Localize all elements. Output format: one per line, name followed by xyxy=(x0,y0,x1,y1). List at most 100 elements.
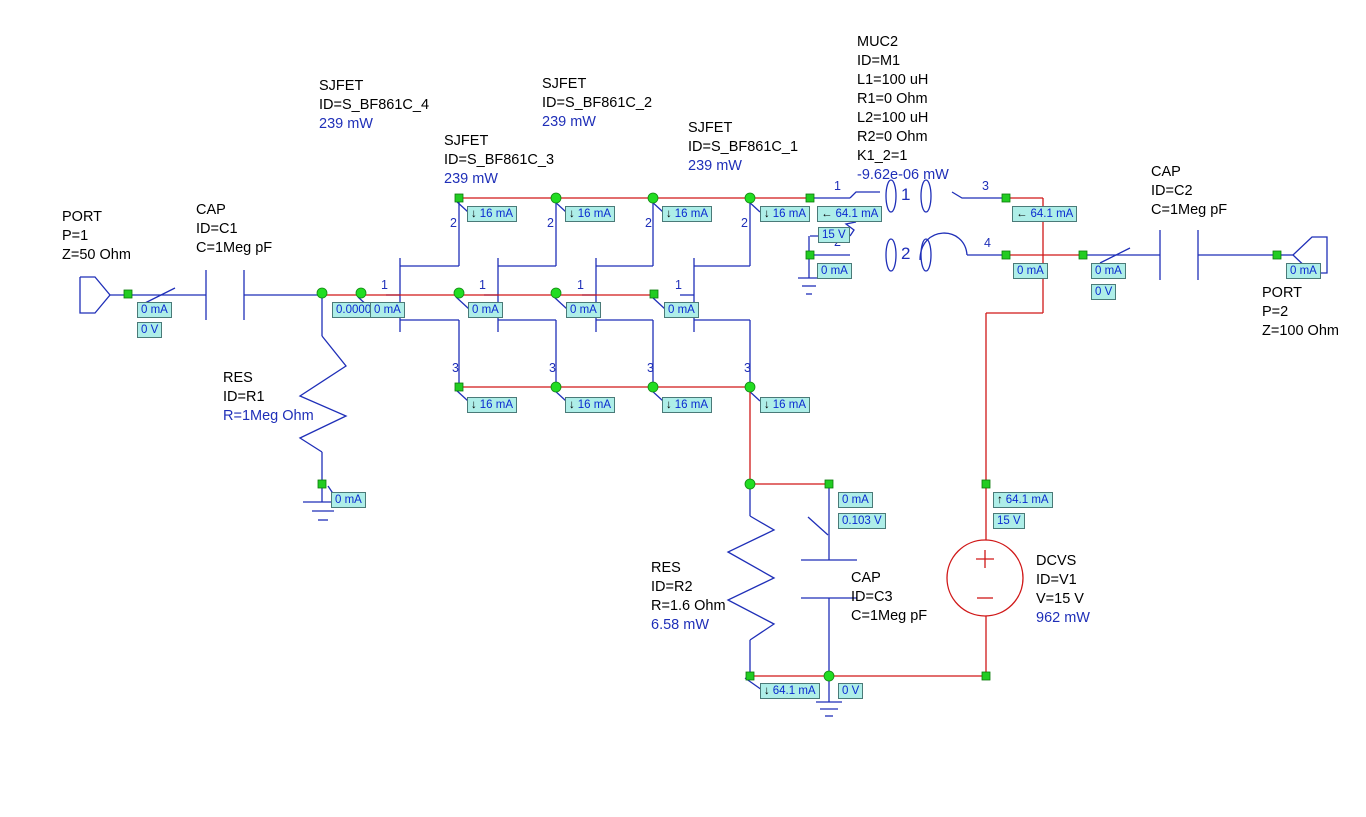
c3-current-badge: 0 mA xyxy=(838,492,873,508)
down-arrow-icon: ↓ xyxy=(764,685,770,697)
c2-value: C=1Meg pF xyxy=(1151,202,1228,218)
fet1-source-current-badge: ↓16 mA xyxy=(760,397,810,413)
muc2-power: -9.62e-06 mW xyxy=(857,167,949,183)
fet1-drain-current-value: 16 mA xyxy=(772,208,806,220)
c3-value: C=1Meg pF xyxy=(851,608,928,624)
v1-type: DCVS xyxy=(1036,553,1077,569)
fet3-source-current-badge: ↓16 mA xyxy=(565,397,615,413)
fet1-gate-current-badge: 0 mA xyxy=(664,302,699,318)
r1-zigzag xyxy=(298,335,348,453)
down-arrow-icon: ↓ xyxy=(569,208,575,220)
port2-label: PORT P=2 Z=100 Ohm xyxy=(1262,284,1339,341)
r2-current-badge: ↓64.1 mA xyxy=(760,683,820,699)
v1-value: V=15 V xyxy=(1036,591,1084,607)
muc2-p3-current-value: 64.1 mA xyxy=(1030,208,1074,220)
fet2-label: SJFET ID=S_BF861C_2 239 mW xyxy=(542,75,652,132)
port1-z: Z=50 Ohm xyxy=(62,247,131,263)
c3-type: CAP xyxy=(851,570,881,586)
c2-current-badge: 0 mA xyxy=(1091,263,1126,279)
fet3-source-pin: 3 xyxy=(549,361,556,375)
muc2-l1: L1=100 uH xyxy=(857,72,929,88)
up-arrow-icon: ↑ xyxy=(997,494,1003,506)
c3-id: ID=C3 xyxy=(851,589,893,605)
muc2-pin4: 4 xyxy=(984,236,991,250)
fet1-symbol xyxy=(680,198,751,387)
c1-label: CAP ID=C1 C=1Meg pF xyxy=(196,201,272,258)
muc2-pin3: 3 xyxy=(982,179,989,193)
fet3-source-current-value: 16 mA xyxy=(577,399,611,411)
muc2-p3-current-badge: ←64.1 mA xyxy=(1012,206,1078,222)
v1-label: DCVS ID=V1 V=15 V 962 mW xyxy=(1036,552,1090,628)
fet4-symbol xyxy=(386,198,460,387)
fet2-drain-current-badge: ↓16 mA xyxy=(662,206,712,222)
fet2-gate-current-badge: 0 mA xyxy=(566,302,601,318)
fet3-symbol xyxy=(484,198,557,387)
c3-label: CAP ID=C3 C=1Meg pF xyxy=(851,569,927,626)
fet4-source-current-value: 16 mA xyxy=(479,399,513,411)
fet1-drain-current-badge: ↓16 mA xyxy=(760,206,810,222)
fet1-type: SJFET xyxy=(688,120,733,136)
v1-id: ID=V1 xyxy=(1036,572,1077,588)
net-wires xyxy=(322,197,1083,677)
muc2-l2: L2=100 uH xyxy=(857,110,929,126)
fet1-source-pin: 3 xyxy=(744,361,751,375)
muc2-r2: R2=0 Ohm xyxy=(857,129,928,145)
fet2-id: ID=S_BF861C_2 xyxy=(542,95,653,111)
fet4-drain-current-badge: ↓16 mA xyxy=(467,206,517,222)
port2-z: Z=100 Ohm xyxy=(1262,323,1339,339)
down-arrow-icon: ↓ xyxy=(471,208,477,220)
fet2-source-current-badge: ↓16 mA xyxy=(662,397,712,413)
fet3-drain-current-badge: ↓16 mA xyxy=(565,206,615,222)
fet2-drain-current-value: 16 mA xyxy=(674,208,708,220)
fet3-drain-pin: 2 xyxy=(547,216,554,230)
fet4-id: ID=S_BF861C_4 xyxy=(319,97,430,113)
fet2-drain-pin: 2 xyxy=(645,216,652,230)
v1-voltage-badge: 15 V xyxy=(993,513,1025,529)
muc2-p1-current-value: 64.1 mA xyxy=(835,208,879,220)
fet4-source-pin: 3 xyxy=(452,361,459,375)
fet4-gate-pin: 1 xyxy=(381,278,388,292)
left-arrow-icon: ← xyxy=(1016,208,1028,220)
down-arrow-icon: ↓ xyxy=(666,208,672,220)
left-arrow-icon: ← xyxy=(821,208,833,220)
fet3-gate-current-badge: 0 mA xyxy=(468,302,503,318)
muc2-pin1: 1 xyxy=(834,179,841,193)
r2-zigzag xyxy=(726,515,776,641)
fet4-gate-current-badge: 0 mA xyxy=(370,302,405,318)
dcvs-v1-symbol xyxy=(946,539,1024,617)
fet4-label: SJFET ID=S_BF861C_4 239 mW xyxy=(319,77,429,134)
fet2-power: 239 mW xyxy=(542,114,596,130)
fet1-source-current-value: 16 mA xyxy=(772,399,806,411)
muc2-p4-current-badge: 0 mA xyxy=(1013,263,1048,279)
fet2-type: SJFET xyxy=(542,76,587,92)
fet1-power: 239 mW xyxy=(688,158,742,174)
r2-type: RES xyxy=(651,560,681,576)
fet4-type: SJFET xyxy=(319,78,364,94)
component-wires xyxy=(79,179,1328,717)
fet3-label: SJFET ID=S_BF861C_3 239 mW xyxy=(444,132,554,189)
fet2-source-current-value: 16 mA xyxy=(674,399,708,411)
port2-type: PORT xyxy=(1262,285,1303,301)
down-arrow-icon: ↓ xyxy=(764,399,770,411)
c2-label: CAP ID=C2 C=1Meg pF xyxy=(1151,163,1227,220)
r1-current-badge: 0 mA xyxy=(331,492,366,508)
fet1-gate-pin: 1 xyxy=(675,278,682,292)
r2-power: 6.58 mW xyxy=(651,617,710,633)
r1-label: RES ID=R1 R=1Meg Ohm xyxy=(223,369,314,426)
fet3-drain-current-value: 16 mA xyxy=(577,208,611,220)
fet2-gate-pin: 1 xyxy=(577,278,584,292)
fet3-id: ID=S_BF861C_3 xyxy=(444,152,555,168)
fet2-symbol xyxy=(582,198,654,387)
fet3-gate-pin: 1 xyxy=(479,278,486,292)
muc2-type: MUC2 xyxy=(857,34,899,50)
c2-type: CAP xyxy=(1151,164,1181,180)
fet1-drain-pin: 2 xyxy=(741,216,748,230)
down-arrow-icon: ↓ xyxy=(471,399,477,411)
muc2-p1-current-badge: ←64.1 mA xyxy=(817,206,883,222)
port1-voltage-badge: 0 V xyxy=(137,322,163,338)
r1-type: RES xyxy=(223,370,253,386)
muc2-coil2-label: 2 xyxy=(901,244,911,263)
r1-value: R=1Meg Ohm xyxy=(223,408,314,424)
r2-label: RES ID=R2 R=1.6 Ohm 6.58 mW xyxy=(651,559,726,635)
